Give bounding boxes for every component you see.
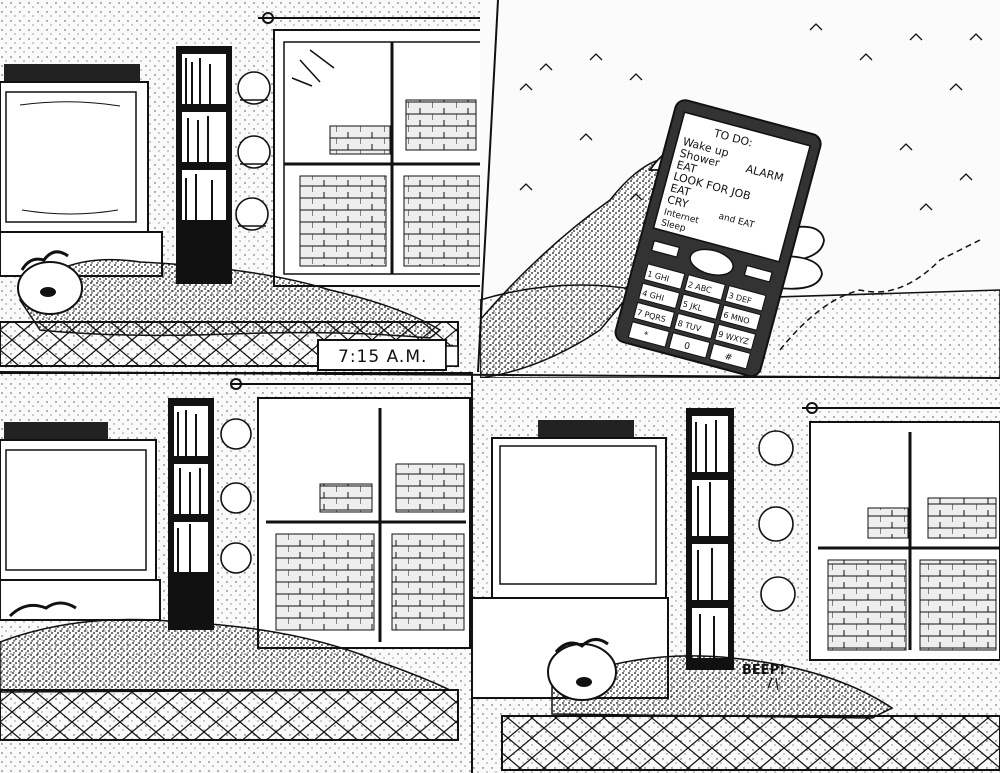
- panel-3-drawing: [0, 372, 472, 773]
- alarm-clock: [317, 339, 447, 371]
- beep-sound: BEEP!: [742, 663, 785, 678]
- panel-bedroom-clock: 7:15 A.M.: [0, 0, 498, 372]
- todo-item: EAT: [669, 181, 692, 199]
- right-softkey: [743, 264, 773, 283]
- phone-screen: [652, 111, 812, 263]
- key-star: *: [642, 330, 649, 341]
- panel-1-drawing: 7:15 A.M.: [0, 0, 498, 372]
- nav-pad: [689, 248, 734, 276]
- keypad: 1 GHI 2 ABC 3 DEF 4 GHI 5 JKL 6 MNO 7 PQ…: [627, 263, 767, 370]
- clock-time: 7:15 A.M.: [338, 347, 427, 367]
- todo-item: CRY: [666, 193, 690, 211]
- key-hash: #: [723, 352, 733, 364]
- panel-bedroom-asleep: [0, 372, 472, 773]
- key-0: 0: [683, 341, 691, 352]
- panel-4-drawing: BEEP!: [472, 378, 1000, 773]
- panel-bedroom-beep: BEEP!: [472, 378, 1000, 773]
- panel-phone-todo: TO DO: Wake up Shower EAT LOOK FOR JOB E…: [480, 0, 1000, 378]
- todo-item: EAT: [675, 158, 698, 176]
- panel-2-drawing: TO DO: Wake up Shower EAT LOOK FOR JOB E…: [480, 0, 1000, 378]
- left-softkey: [650, 239, 681, 258]
- cell-phone: TO DO: Wake up Shower EAT LOOK FOR JOB E…: [614, 99, 822, 378]
